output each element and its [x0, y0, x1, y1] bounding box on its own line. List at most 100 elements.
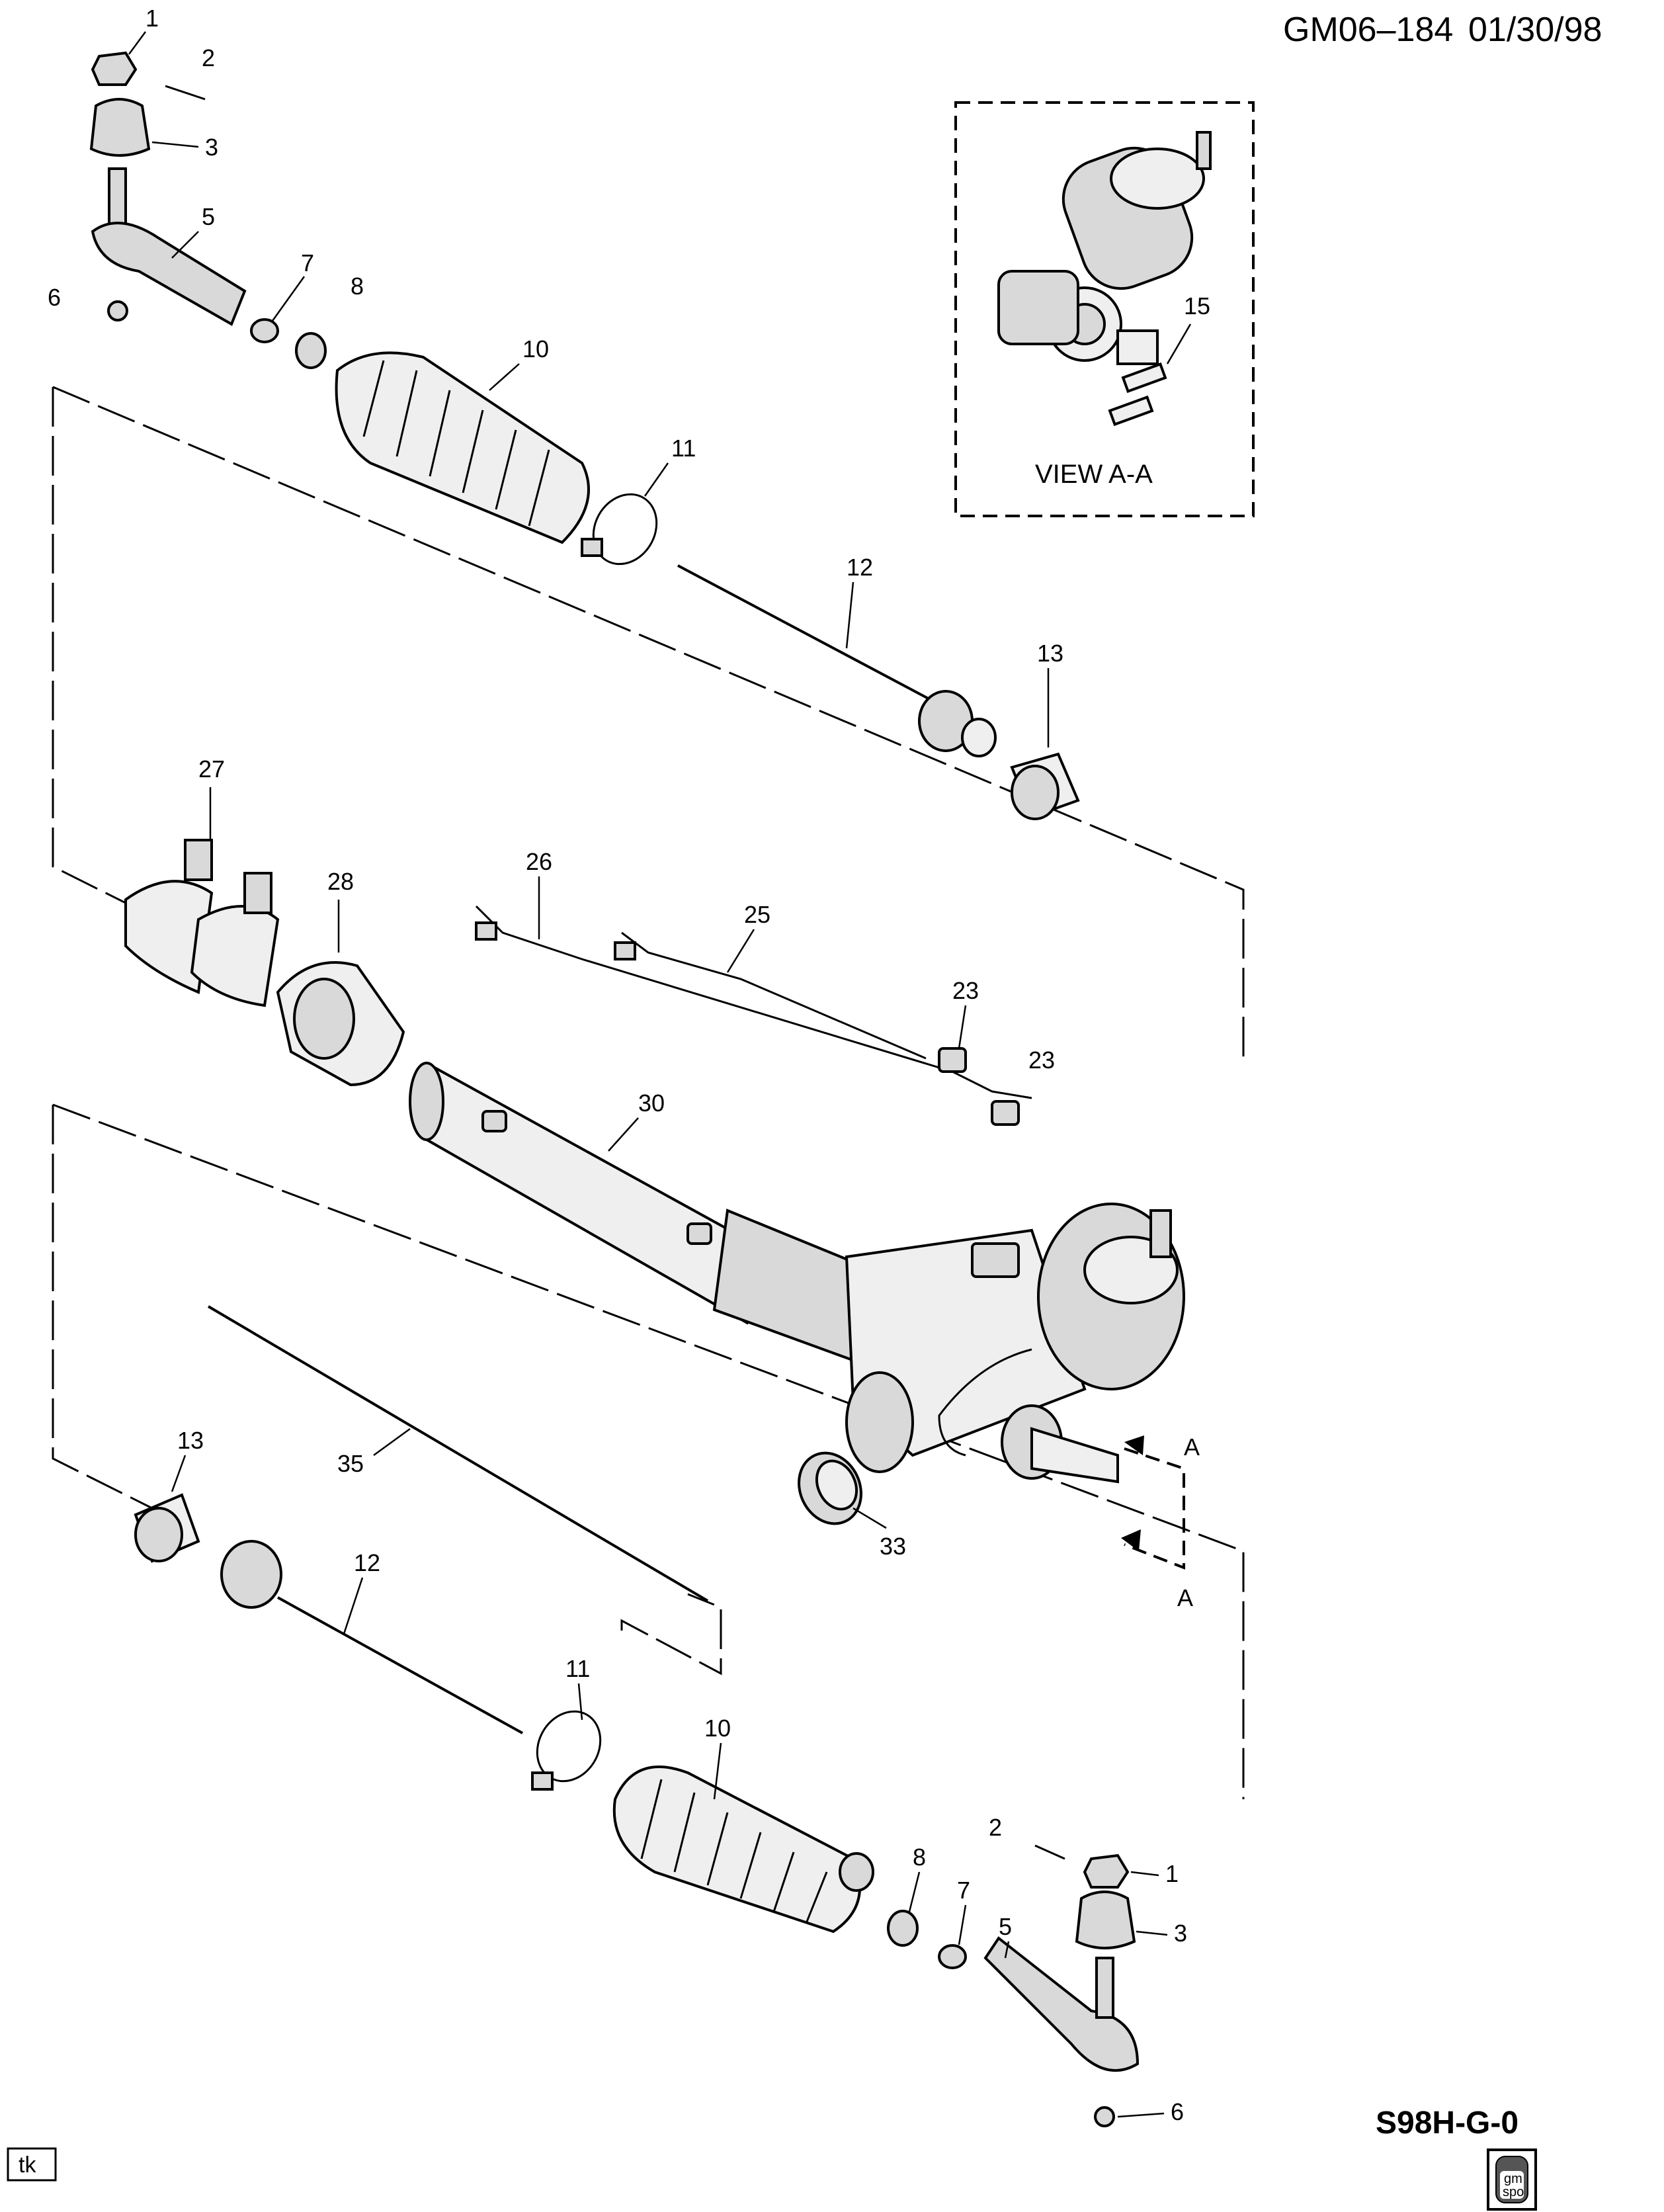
callout-1-lower: 1	[1165, 1860, 1179, 1887]
callout-15: 15	[1184, 292, 1210, 319]
callout-7-upper: 7	[301, 249, 314, 276]
leader-12-upper	[845, 581, 854, 649]
leader-12-lower	[343, 1577, 364, 1635]
leader-33	[853, 1507, 887, 1529]
mounting-clamp-27	[124, 839, 280, 1007]
callout-8-lower: 8	[913, 1844, 926, 1871]
leader-5-lower	[1004, 1941, 1010, 1959]
section-mark-a-bottom: A	[1177, 1584, 1193, 1611]
initials-text: tk	[19, 2152, 36, 2178]
gm-spo-logo: gm spo	[1487, 2148, 1537, 2211]
lower-phantom-box-top	[52, 1103, 1245, 1799]
nut-1-lower	[1083, 1853, 1130, 1889]
leader-7-lower	[958, 1904, 967, 1945]
cotter-pin-2-lower	[1034, 1844, 1065, 1860]
logo-line-2: spo	[1503, 2185, 1524, 2199]
upper-phantom-box-top	[52, 386, 1245, 1058]
callout-6-lower: 6	[1171, 2098, 1184, 2125]
o-ring-23-a	[938, 1047, 967, 1073]
callout-12-lower: 12	[354, 1549, 380, 1576]
seal-3-upper	[89, 98, 151, 157]
callout-1-upper: 1	[146, 5, 159, 32]
leader-1-lower	[1130, 1871, 1159, 1877]
boot-10-lower	[612, 1765, 874, 1934]
nut-6-lower	[1094, 2106, 1115, 2127]
section-mark-a-top: A	[1184, 1433, 1200, 1461]
jam-nut-7-lower	[938, 1944, 967, 1969]
boot-10-upper	[335, 351, 590, 544]
retainer-clip-15	[1108, 362, 1167, 427]
leader-3-lower	[1136, 1930, 1168, 1936]
callout-13-upper: 13	[1037, 640, 1063, 667]
clamp-11-upper	[581, 493, 658, 566]
diagram-date: 01/30/98	[1468, 11, 1602, 49]
seal-33	[798, 1451, 862, 1525]
callout-11-lower: 11	[565, 1655, 590, 1682]
valve-housing-detail	[997, 131, 1212, 365]
callout-35: 35	[337, 1450, 364, 1477]
callout-7-lower: 7	[957, 1877, 970, 1904]
logo-line-1: gm	[1504, 2172, 1522, 2186]
callout-28: 28	[327, 868, 354, 895]
callout-25: 25	[744, 901, 770, 928]
callout-10-upper: 10	[522, 335, 549, 362]
leader-30	[608, 1117, 639, 1152]
callout-2-upper: 2	[202, 44, 215, 71]
clamp-8-upper	[295, 332, 327, 369]
callout-6-upper: 6	[48, 284, 61, 311]
leader-15	[1166, 323, 1192, 364]
callout-27: 27	[198, 755, 225, 783]
leader-8-lower	[908, 1871, 921, 1912]
callout-8-upper: 8	[351, 273, 364, 300]
callout-23-b: 23	[1028, 1046, 1055, 1074]
leader-23-a	[958, 1005, 967, 1049]
lower-phantom-box	[52, 1105, 159, 1513]
jam-nut-7-upper	[250, 318, 279, 343]
clamp-8-lower	[887, 1910, 919, 1947]
clamp-11-lower	[531, 1710, 602, 1791]
drawing-code: S98H-G-0	[1376, 2106, 1518, 2141]
callout-12-upper: 12	[847, 554, 873, 581]
initials-box	[7, 2147, 57, 2182]
leader-10-lower	[713, 1742, 722, 1800]
callout-33: 33	[880, 1533, 906, 1560]
inner-tie-rod-12-lower	[220, 1540, 523, 1734]
pipe-25	[614, 931, 927, 1060]
seal-3-lower	[1075, 1891, 1136, 1949]
o-ring-23-b	[991, 1100, 1020, 1126]
leader-7-upper	[271, 276, 306, 321]
leader-5-upper	[171, 231, 199, 259]
callout-2-lower: 2	[989, 1814, 1002, 1841]
section-arrow-bottom	[1121, 1529, 1141, 1551]
tie-rod-end-5-upper	[91, 167, 247, 326]
callout-3-lower: 3	[1174, 1920, 1187, 1947]
diagram-number: GM06–184	[1283, 11, 1453, 49]
rod-phantom-box	[620, 1593, 722, 1676]
nut-1-upper	[91, 51, 138, 86]
leader-11-upper	[644, 462, 669, 497]
callout-5-lower: 5	[999, 1913, 1012, 1940]
view-label: VIEW A-A	[1035, 460, 1153, 489]
callout-10-lower: 10	[704, 1715, 731, 1742]
callout-13-lower: 13	[177, 1427, 204, 1454]
leader-1-upper	[128, 31, 147, 55]
callout-26: 26	[526, 848, 552, 875]
nut-6-upper	[107, 300, 128, 321]
leader-6-lower	[1117, 2112, 1165, 2118]
leader-35	[373, 1427, 411, 1457]
bushing-13-lower	[134, 1493, 200, 1563]
leader-10-upper	[489, 363, 520, 391]
leader-25	[726, 929, 755, 973]
rack-rod-35	[207, 1305, 709, 1602]
callout-30: 30	[638, 1089, 665, 1117]
callout-11-upper: 11	[671, 435, 696, 462]
leader-11-lower	[577, 1683, 583, 1721]
section-line	[1124, 1447, 1185, 1570]
view-a-a-box	[954, 101, 1255, 517]
valve-pinion-assembly	[845, 1203, 1185, 1484]
callout-5-upper: 5	[202, 203, 215, 230]
pipe-26	[475, 905, 1032, 1099]
rack-housing-30	[409, 1062, 875, 1365]
